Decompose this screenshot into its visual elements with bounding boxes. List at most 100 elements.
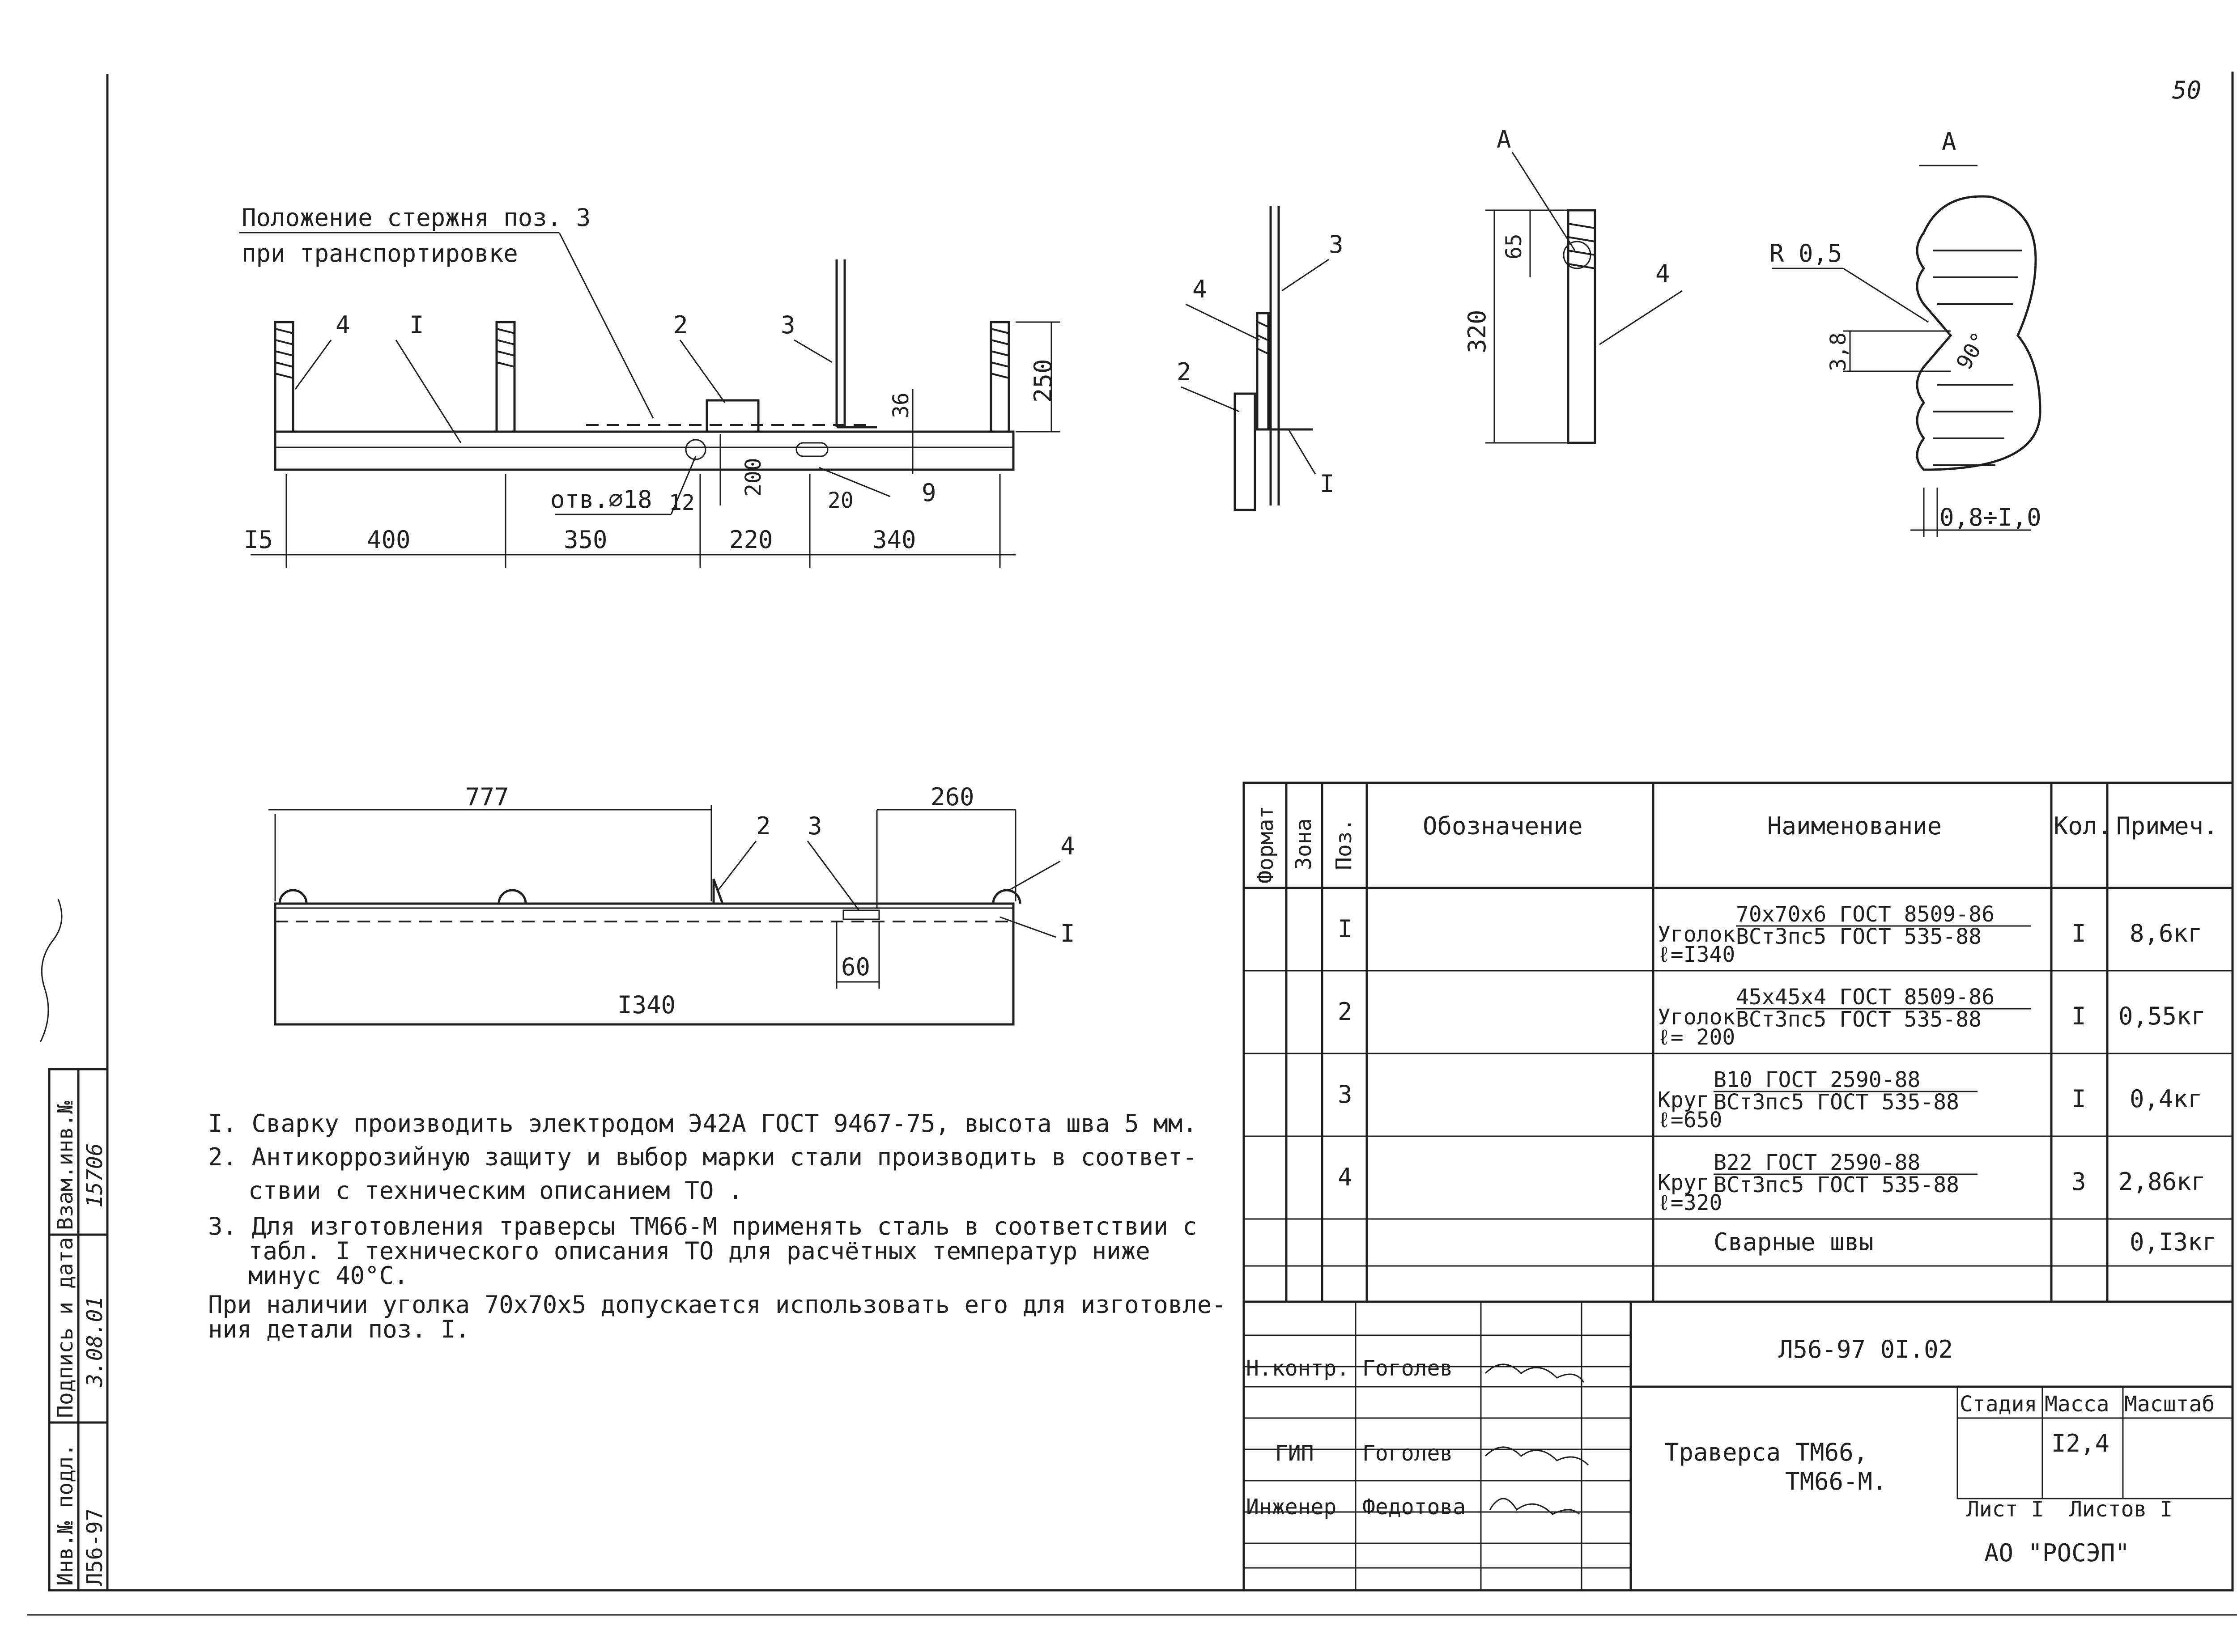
hdr-format: Формат [1253, 806, 1278, 883]
inv-orig-label: Инв.№ подл. [53, 1444, 78, 1586]
row-pos: I [1338, 915, 1352, 943]
range-label: 0,8÷I,0 [1939, 503, 2041, 531]
row-bottom: ВСт3пс5 ГОСТ 535-88 [1714, 1090, 1959, 1115]
row-top: В10 ГОСТ 2590-88 [1714, 1067, 1920, 1092]
row-qty: I [2071, 919, 2086, 947]
row-note: 2,86кг [2118, 1168, 2206, 1196]
dim-15: I5 [244, 526, 273, 554]
dim-400: 400 [367, 526, 411, 554]
date-value: 3.08.01 [82, 1296, 107, 1387]
role-3: Инженер [1246, 1495, 1336, 1520]
hdr-zone: Зона [1291, 818, 1316, 870]
hdr-designation: Обозначение [1423, 812, 1583, 840]
row-bottom: ВСт3пс5 ГОСТ 535-88 [1736, 1007, 1982, 1032]
row-qty: I [2071, 1085, 2086, 1113]
note-3a: 3. Для изготовления траверсы ТМ66-М прим… [208, 1212, 1197, 1240]
hdr-name: Наименование [1767, 812, 1942, 840]
mass-value: I2,4 [2051, 1429, 2109, 1457]
name-1: Гоголев [1362, 1356, 1453, 1381]
row-top: 70х70х6 ГОСТ 8509-86 [1736, 902, 1995, 927]
section-title: A [1942, 127, 1956, 156]
bolt-detail: 320 65 A 4 [1463, 125, 1683, 444]
note-2b: ствии с техническим описанием ТО . [248, 1176, 743, 1205]
row-len: ℓ=650 [1658, 1108, 1722, 1133]
repl-inv-label: Взам.инв.№ [53, 1101, 78, 1230]
callout-pos-3: 3 [781, 311, 795, 339]
bolt [495, 321, 516, 433]
hdr-pos: Поз. [1331, 818, 1357, 870]
inv-value: Л56-97 [82, 1508, 107, 1586]
detail-label-a: A [1497, 125, 1511, 153]
callout-pos-2: 2 [673, 311, 688, 339]
row-prefix: Уголок [1658, 922, 1735, 947]
angle-label: 90° [1952, 328, 1993, 374]
plan-callout-4: 4 [1060, 832, 1075, 860]
side-stamp: Инв.№ подл. Подпись и дата Взам.инв.№ Л5… [39, 899, 109, 1592]
plan-callout-2: 2 [756, 812, 771, 840]
name-3: Федотова [1362, 1495, 1466, 1520]
weld-row-name: Сварные швы [1714, 1228, 1874, 1256]
signature-mark [39, 899, 63, 1043]
notes: I. Сварку производить электродом Э42А ГО… [208, 1109, 1226, 1343]
note-label-line1: Положение стержня поз. 3 [242, 204, 591, 232]
radius-label: R 0,5 [1769, 239, 1842, 268]
note-3b: табл. I технического описания ТО для рас… [248, 1237, 1150, 1265]
note-label-line2: при транспортировке [242, 239, 518, 268]
stage-label: Стадия [1960, 1392, 2037, 1417]
hole-dim: отв.∅18 [550, 485, 652, 514]
dim-36: 36 [889, 392, 914, 418]
dim-250: 250 [1029, 359, 1057, 403]
signature-2 [1484, 1446, 1589, 1466]
mass-label: Масса [2045, 1392, 2109, 1417]
row-prefix: Уголок [1658, 1005, 1735, 1030]
side-view: 3 4 2 I [1177, 206, 1344, 511]
hdr-note: Примеч. [2116, 812, 2218, 840]
dim-777: 777 [465, 783, 509, 811]
dim-200: 200 [741, 458, 766, 497]
row-len: ℓ= 200 [1658, 1025, 1735, 1050]
dim-20: 20 [828, 488, 854, 513]
org-name: АО "РОСЭП" [1984, 1539, 2130, 1567]
plan-callout-1: I [1060, 919, 1075, 947]
note-4a: При наличии уголка 70х70х5 допускается и… [208, 1291, 1226, 1319]
dim-9: 9 [922, 479, 936, 507]
side-callout-3: 3 [1329, 230, 1344, 259]
row-note: 8,6кг [2130, 919, 2203, 947]
callout-pos-1: I [409, 311, 424, 339]
callout-pos-4: 4 [336, 311, 350, 339]
main-view: Положение стержня поз. 3 при транспортир… [239, 204, 1060, 568]
sheet-label: Лист I [1966, 1497, 2044, 1522]
sign-date-label: Подпись и дата [53, 1237, 78, 1418]
row-top: 45х45х4 ГОСТ 8509-86 [1736, 985, 1995, 1010]
row-len: ℓ=320 [1658, 1190, 1722, 1215]
row-bottom: ВСт3пс5 ГОСТ 535-88 [1714, 1172, 1959, 1198]
sheet-number: 50 [2172, 76, 2201, 104]
sheets-label: Листов I [2069, 1497, 2173, 1522]
role-1: Н.контр. [1246, 1356, 1349, 1381]
dim-340: 340 [872, 526, 916, 554]
dim-60: 60 [841, 953, 870, 981]
dim-1340: I340 [617, 991, 676, 1019]
note-2a: 2. Антикоррозийную защиту и выбор марки … [208, 1143, 1197, 1171]
row-note: 0,4кг [2130, 1085, 2203, 1113]
dim-3-8: 3,8 [1826, 332, 1851, 371]
note-1: I. Сварку производить электродом Э42А ГО… [208, 1109, 1197, 1138]
row-prefix: Круг [1658, 1087, 1710, 1113]
weld-row-note: 0,I3кг [2130, 1228, 2217, 1256]
spec-table: Формат Зона Поз. Обозначение Наименовани… [1242, 781, 2234, 1303]
section-a: A R 0,5 3,8 90° 0,8÷I,0 [1769, 127, 2041, 537]
row-prefix: Круг [1658, 1170, 1710, 1195]
dim-320: 320 [1463, 310, 1491, 353]
dim-350: 350 [564, 526, 608, 554]
row-pos: 2 [1338, 998, 1352, 1026]
signature-1 [1484, 1363, 1585, 1383]
title-line-1: Траверса ТМ66, [1664, 1438, 1868, 1466]
row-qty: 3 [2071, 1168, 2086, 1196]
row-pos: 3 [1338, 1080, 1352, 1108]
hdr-qty: Кол. [2054, 812, 2112, 840]
signature-3 [1489, 1498, 1580, 1515]
title-line-2: ТМ66-М. [1785, 1467, 1887, 1495]
row-note: 0,55кг [2118, 1002, 2206, 1030]
dim-260: 260 [931, 783, 974, 811]
